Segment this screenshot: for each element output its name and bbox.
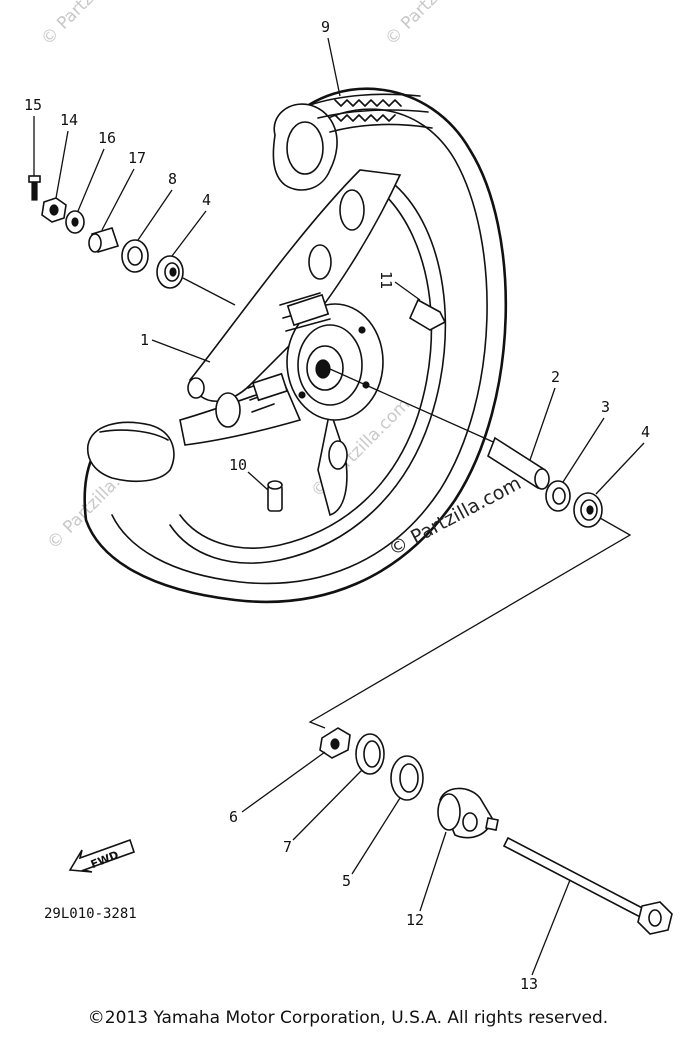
part-14-nut [41, 197, 67, 223]
callout-12: 12 [406, 911, 424, 929]
watermark: © Partzilla.com [381, 0, 488, 50]
callout-3: 3 [601, 398, 610, 416]
callout-13: 13 [520, 975, 538, 993]
callout-15: 15 [24, 96, 42, 114]
callout-5: 5 [342, 872, 351, 890]
callout-16: 16 [98, 129, 116, 147]
part-2-spacer [487, 436, 550, 490]
callout-9: 9 [321, 18, 330, 36]
watermark: © Partzilla.com [37, 0, 144, 50]
part-8-oil-seal [121, 239, 149, 273]
part-7-seal [355, 733, 385, 775]
callout-8: 8 [168, 170, 177, 188]
callout-4-left: 4 [202, 191, 211, 209]
part-13-axle [502, 836, 673, 935]
copyright-footer: ©2013 Yamaha Motor Corporation, U.S.A. A… [87, 1008, 609, 1028]
callout-7: 7 [283, 838, 292, 856]
part-5-oil-seal [390, 755, 424, 801]
part-12-gear-unit [437, 787, 499, 839]
callout-6: 6 [229, 808, 238, 826]
part-3-seal [545, 480, 571, 512]
callout-1: 1 [140, 331, 149, 349]
part-15-bolt [28, 175, 41, 201]
center-watermark: © Partzilla.com [385, 472, 525, 560]
part-11-balance-weight [408, 298, 447, 331]
callout-2: 2 [551, 368, 560, 386]
part-17-collar [88, 227, 120, 253]
part-16-washer [65, 210, 85, 234]
callout-4-right: 4 [641, 423, 650, 441]
wheel-assembly [83, 87, 508, 604]
part-10-valve [267, 480, 283, 512]
callout-11: 11 [377, 271, 395, 289]
callout-10: 10 [229, 456, 247, 474]
fwd-label: FWD [89, 848, 121, 871]
callout-17: 17 [128, 149, 146, 167]
diagram-code: 29L010-3281 [44, 906, 137, 922]
fwd-arrow-icon: FWD [68, 838, 136, 873]
part-4-bearing-left [156, 255, 184, 289]
part-4-bearing-right [573, 492, 603, 528]
callout-14: 14 [60, 111, 78, 129]
part-6-clip [319, 727, 351, 759]
